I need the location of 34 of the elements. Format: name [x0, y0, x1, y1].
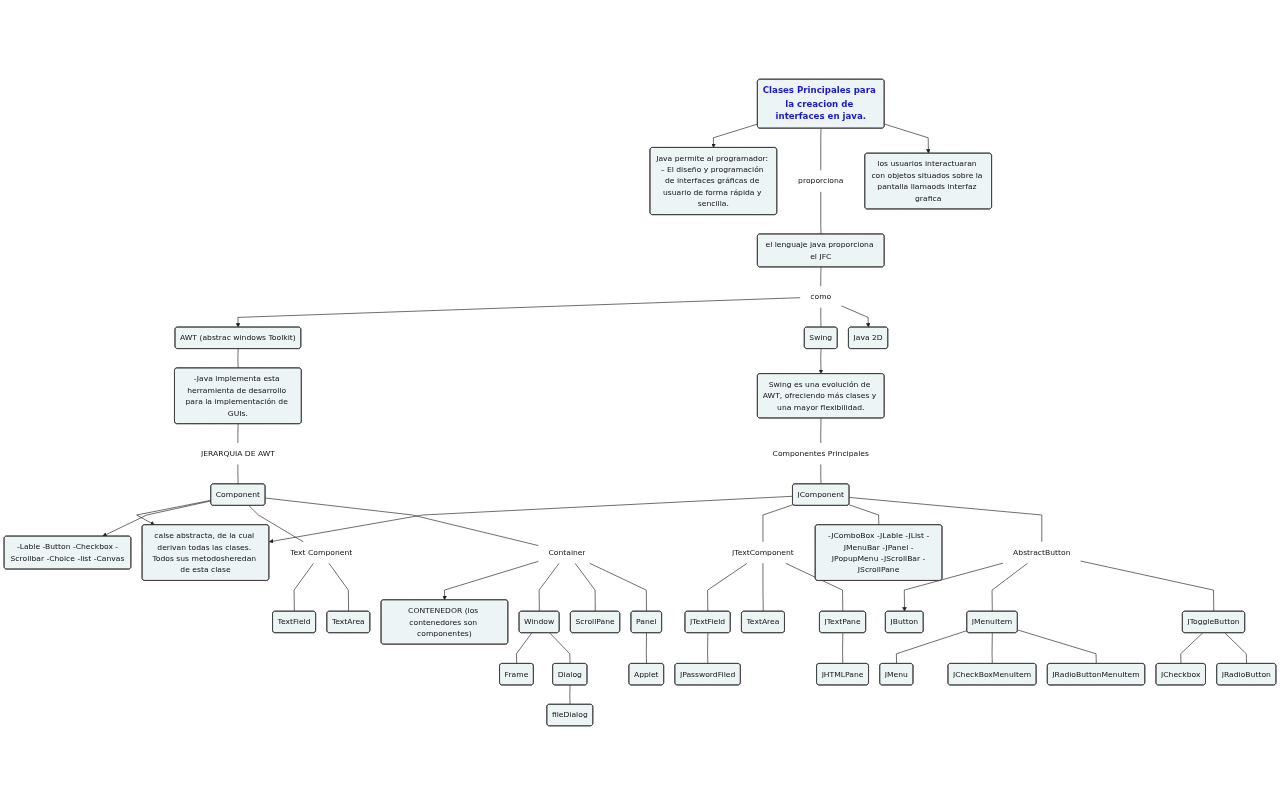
connector	[1017, 629, 1097, 664]
connector	[237, 348, 239, 369]
connector	[1180, 632, 1203, 664]
connector	[293, 563, 314, 612]
connector	[820, 191, 822, 235]
connector	[1224, 632, 1247, 664]
connector	[991, 563, 1028, 612]
connector	[707, 632, 709, 664]
connector	[848, 504, 880, 526]
connector	[707, 563, 748, 612]
connector	[589, 563, 647, 612]
connector	[549, 632, 571, 664]
connector	[248, 505, 304, 543]
connector	[820, 128, 822, 171]
connector	[645, 632, 647, 664]
connector	[896, 630, 968, 664]
connector	[237, 464, 239, 485]
connector	[820, 307, 822, 328]
connector	[849, 497, 1043, 543]
connector	[820, 464, 822, 485]
connector	[762, 563, 764, 612]
connector	[516, 632, 533, 664]
connector	[785, 563, 844, 612]
connector	[991, 632, 993, 664]
connector	[538, 563, 560, 612]
connector	[820, 417, 822, 444]
connector	[820, 266, 822, 287]
connector	[328, 563, 349, 612]
connector	[1080, 560, 1215, 612]
connector	[574, 563, 596, 612]
connector	[569, 684, 571, 705]
connector	[842, 632, 844, 664]
connector	[265, 497, 539, 546]
connector	[237, 423, 239, 444]
